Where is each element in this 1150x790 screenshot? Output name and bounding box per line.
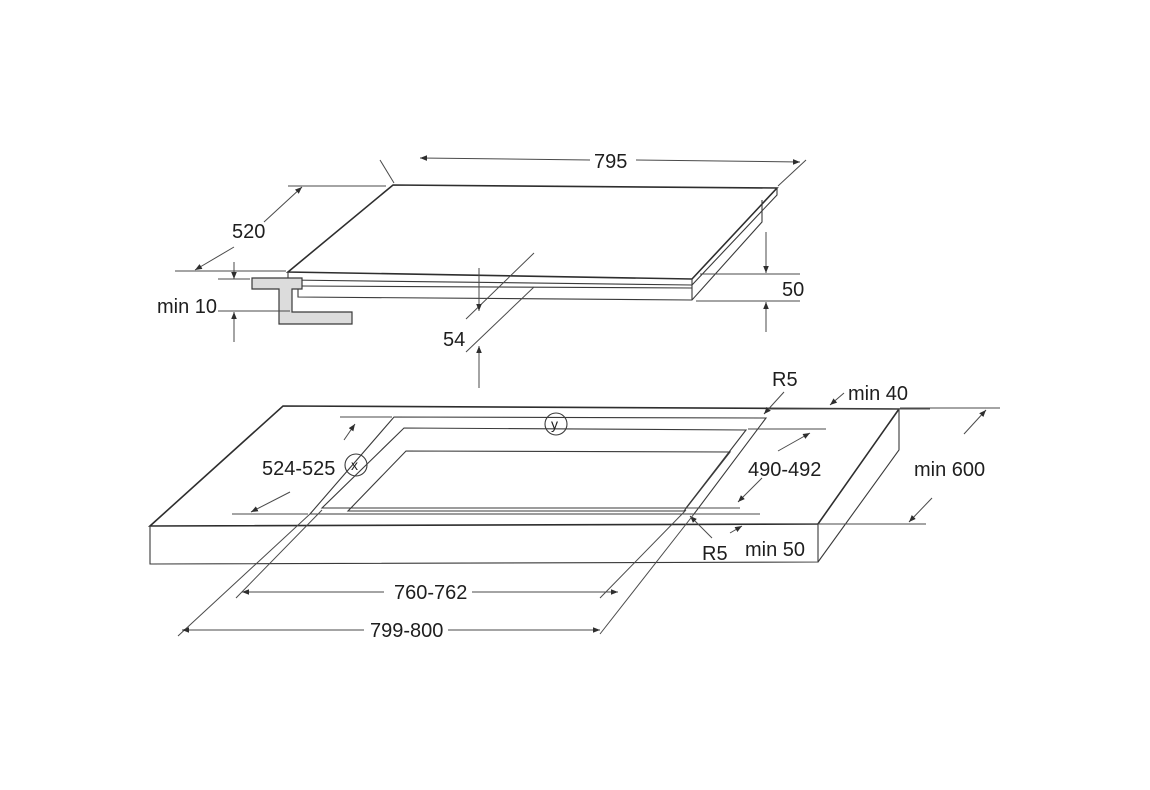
hob-top-surface (285, 184, 779, 280)
dim-760-762: 760-762 (235, 509, 687, 604)
cutout-outer (308, 416, 768, 515)
worktop-edge-line (299, 285, 693, 289)
dim-min-50: min 50 (694, 513, 805, 561)
label-r5-bottom: R5 (702, 543, 728, 565)
label-min-10: min 10 (157, 296, 217, 318)
dim-795: 795 (379, 151, 807, 187)
marker-x-label: x (351, 457, 358, 473)
dim-524-525: 524-525 (232, 416, 392, 515)
label-795: 795 (594, 151, 627, 173)
dim-490-492: 490-492 (686, 428, 826, 509)
marker-y: y (544, 412, 568, 436)
label-520: 520 (232, 221, 265, 243)
label-min-40: min 40 (848, 383, 908, 405)
cutout-inner (320, 427, 748, 509)
label-524-525: 524-525 (262, 458, 335, 480)
dim-r5-top: R5 (763, 369, 798, 415)
dim-min-40: min 40 (768, 383, 930, 410)
dim-520: 520 (175, 185, 386, 272)
dim-50: 50 (696, 232, 804, 332)
cutout-opening (346, 450, 732, 512)
label-min-50: min 50 (745, 539, 805, 561)
dim-799-800: 799-800 (177, 513, 695, 642)
label-54: 54 (443, 329, 465, 351)
label-50: 50 (782, 279, 804, 301)
label-490-492: 490-492 (748, 459, 821, 481)
marker-x: x (344, 453, 368, 477)
hob-side-edge (691, 188, 778, 287)
bracket-profile (251, 277, 353, 325)
label-760-762: 760-762 (394, 582, 467, 604)
worktop-side-face (817, 409, 900, 563)
dim-min-10: min 10 (157, 262, 290, 342)
dim-min-600: min 600 (818, 407, 1000, 525)
marker-y-label: y (551, 416, 558, 432)
fixing-bracket (251, 277, 353, 325)
dim-54: 54 (443, 252, 535, 388)
label-799-800: 799-800 (370, 620, 443, 642)
label-r5-top: R5 (772, 369, 798, 391)
worktop-front-face (149, 524, 819, 565)
dim-r5-bottom: R5 (689, 515, 728, 565)
hob-drawing (285, 184, 779, 301)
label-min-600: min 600 (914, 459, 985, 481)
